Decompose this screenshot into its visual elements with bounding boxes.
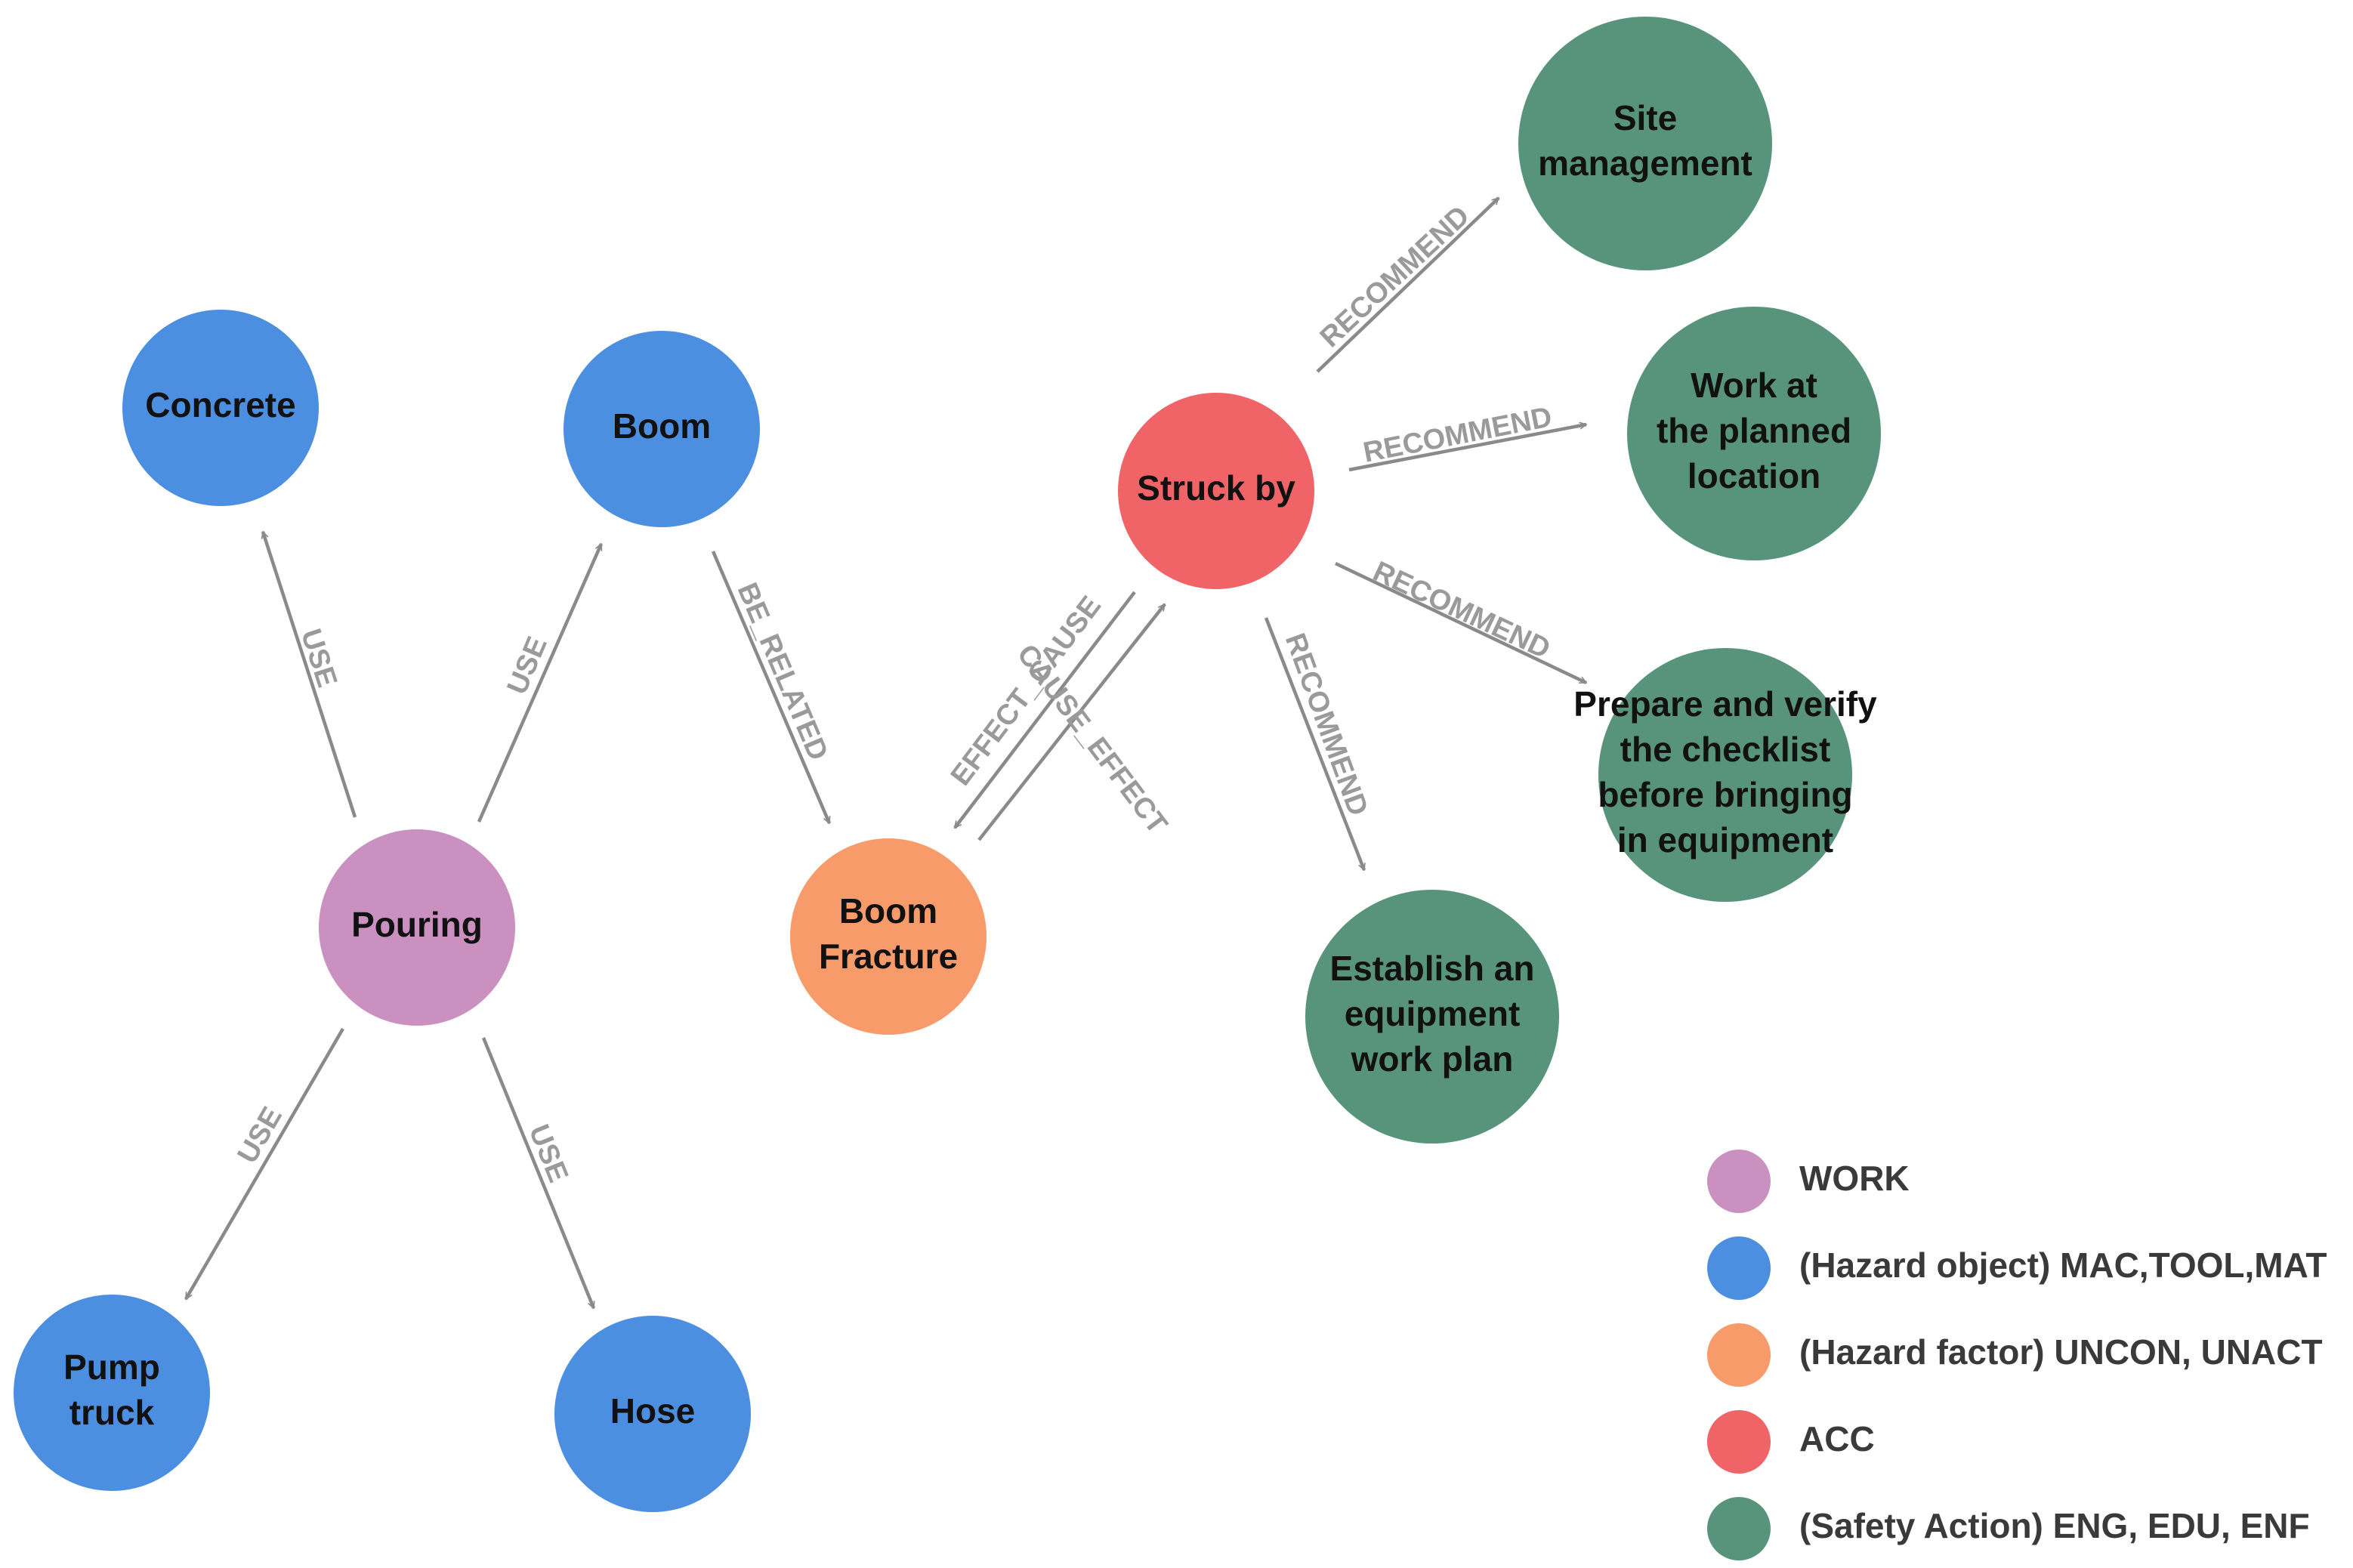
node-label: Boom: [613, 406, 711, 446]
node-work-planned[interactable]: Work at the planned location: [1627, 307, 1881, 560]
node-label: Pump: [63, 1347, 160, 1387]
node-label: truck: [69, 1393, 155, 1432]
edge-arrow: [1316, 196, 1500, 373]
edge-label: CAUSE_EFFECT: [1011, 639, 1173, 840]
legend-swatch: [1707, 1497, 1771, 1560]
edge-label: RECOMMEND: [1360, 401, 1555, 469]
node-circle[interactable]: [1305, 890, 1559, 1144]
legend-item-object: (Hazard object) MAC,TOOL,MAT: [1707, 1236, 2327, 1300]
node-equipment-plan[interactable]: Establish an equipment work plan: [1305, 890, 1559, 1144]
node-boom[interactable]: Boom: [564, 331, 760, 527]
edge-struck_by-to-site_management: RECOMMEND: [1314, 196, 1500, 373]
edge-arrow: [481, 1037, 596, 1308]
node-circle[interactable]: [790, 838, 987, 1035]
node-label: work plan: [1351, 1039, 1514, 1079]
node-circle[interactable]: [1518, 17, 1772, 270]
node-circle[interactable]: [1118, 393, 1314, 589]
node-circle[interactable]: [1598, 648, 1852, 902]
edge-label: BE_RELATED: [731, 579, 835, 765]
edge-pouring-to-pump_truck: USE: [184, 1027, 344, 1299]
node-site-management[interactable]: Site management: [1518, 17, 1772, 270]
node-circle[interactable]: [1627, 307, 1881, 560]
edge-arrow: [184, 1027, 344, 1299]
node-hose[interactable]: Hose: [554, 1316, 751, 1512]
node-pouring[interactable]: Pouring: [319, 829, 515, 1026]
edges-layer: USE USE USE USE BE_RELATED EFFECT_CAUSECAUSE_…: [184, 196, 1586, 1308]
node-label: Pouring: [351, 905, 483, 944]
node-concrete[interactable]: Concrete: [122, 310, 319, 506]
node-circle[interactable]: [554, 1316, 751, 1512]
node-label: Establish an: [1330, 949, 1535, 988]
node-label: the checklist: [1620, 730, 1831, 769]
edge-arrow: [1264, 617, 1366, 870]
edge-pouring-to-boom: USE: [477, 544, 604, 823]
legend-swatch: [1707, 1150, 1771, 1213]
node-circle[interactable]: [14, 1295, 210, 1491]
edge-struck_by-to-boom_fracture: EFFECT_CAUSE: [945, 591, 1136, 828]
node-label: Fracture: [819, 937, 958, 976]
node-label: before bringing: [1598, 775, 1852, 814]
edge-label: RECOMMEND: [1368, 556, 1555, 665]
node-label: Boom: [839, 891, 937, 931]
legend-item-action: (Safety Action) ENG, EDU, ENF: [1707, 1497, 2310, 1560]
edge-arrow: [477, 544, 604, 823]
legend-item-factor: (Hazard factor) UNCON, UNACT: [1707, 1323, 2323, 1387]
node-pump-truck[interactable]: Pump truck: [14, 1295, 210, 1491]
edge-struck_by-to-checklist: RECOMMEND: [1335, 556, 1586, 685]
node-label: Hose: [610, 1391, 695, 1431]
edge-label: RECOMMEND: [1314, 200, 1476, 353]
node-label: Site: [1613, 98, 1677, 137]
edge-pouring-to-hose: USE: [481, 1037, 596, 1308]
node-label: Struck by: [1137, 468, 1295, 508]
edge-pouring-to-concrete: USE: [263, 532, 357, 818]
edge-arrow: [1348, 424, 1586, 472]
legend: WORK (Hazard object) MAC,TOOL,MAT (Hazard …: [1707, 1150, 2327, 1560]
edge-label: USE: [502, 632, 554, 699]
legend-swatch: [1707, 1323, 1771, 1387]
legend-item-work: WORK: [1707, 1150, 1910, 1213]
legend-label: ACC: [1799, 1419, 1875, 1458]
edge-arrow: [263, 532, 357, 818]
legend-item-acc: ACC: [1707, 1410, 1875, 1474]
legend-label: (Safety Action) ENG, EDU, ENF: [1799, 1506, 2310, 1545]
node-circle[interactable]: [319, 829, 515, 1026]
node-struck-by[interactable]: Struck by: [1118, 393, 1314, 589]
edge-arrow: [953, 591, 1136, 828]
edge-boom-to-boom_fracture: BE_RELATED: [711, 551, 835, 823]
node-label: Work at: [1691, 366, 1817, 405]
node-circle[interactable]: [122, 310, 319, 506]
node-label: the planned: [1657, 411, 1851, 450]
node-label: Prepare and verify: [1573, 684, 1877, 724]
edge-label: RECOMMEND: [1279, 629, 1374, 819]
node-label: management: [1538, 144, 1752, 183]
legend-swatch: [1707, 1236, 1771, 1300]
legend-label: (Hazard object) MAC,TOOL,MAT: [1799, 1245, 2327, 1285]
node-label: location: [1688, 456, 1820, 495]
legend-label: (Hazard factor) UNCON, UNACT: [1799, 1332, 2323, 1372]
node-label: equipment: [1345, 994, 1521, 1033]
edge-struck_by-to-equipment_plan: RECOMMEND: [1264, 617, 1374, 870]
edge-struck_by-to-work_planned: RECOMMEND: [1348, 401, 1586, 472]
node-label: Concrete: [145, 385, 295, 424]
edge-label: EFFECT_CAUSE: [945, 591, 1107, 792]
legend-swatch: [1707, 1410, 1771, 1474]
edge-label: USE: [295, 625, 343, 691]
node-circle[interactable]: [564, 331, 760, 527]
edge-arrow: [1335, 561, 1586, 685]
legend-label: WORK: [1799, 1159, 1910, 1198]
node-label: in equipment: [1617, 820, 1833, 860]
edge-arrow: [977, 604, 1166, 841]
edge-arrow: [711, 551, 832, 823]
node-checklist[interactable]: Prepare and verify the checklist before br…: [1573, 648, 1877, 902]
